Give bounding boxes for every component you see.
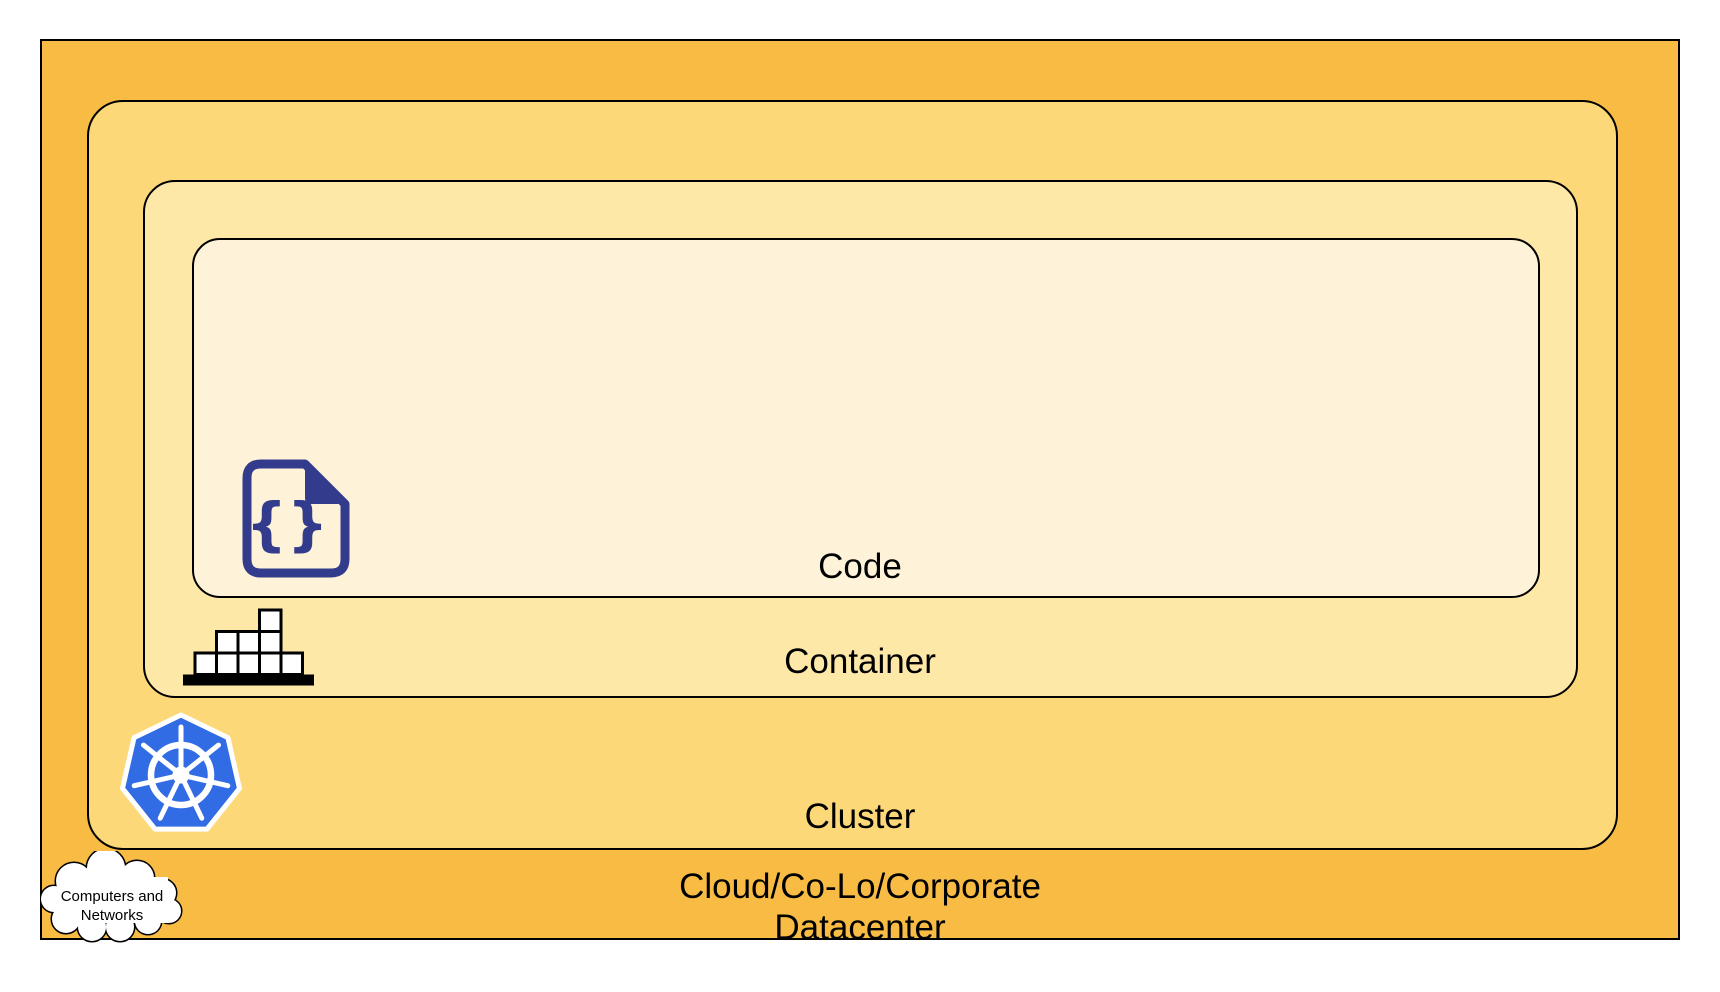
cloud-text-line1: Computers and — [61, 888, 164, 905]
code-file-fold-corner — [305, 464, 345, 504]
cloud-fill-bumps — [41, 851, 181, 941]
brick — [215, 651, 240, 676]
datacenter-label-line2: Datacenter — [774, 908, 946, 947]
kubernetes-wheel-rim — [147, 741, 215, 809]
kubernetes-logo-icon — [120, 712, 242, 832]
brick — [258, 651, 283, 676]
layer-box-code — [192, 238, 1540, 598]
cloud-computers-networks-icon: Computers and Networks — [40, 851, 183, 943]
code-file-outline — [242, 459, 350, 578]
container-blocks-icon — [183, 608, 314, 686]
cloud-text-line2: Networks — [81, 907, 144, 924]
brick — [236, 651, 261, 676]
brick-base-bar — [183, 674, 314, 686]
datacenter-label-line1: Cloud/Co-Lo/Corporate — [679, 867, 1041, 906]
brick — [193, 651, 218, 676]
datacenter-layer-label: Cloud/Co-Lo/Corporate Datacenter — [40, 866, 1680, 948]
brick — [215, 630, 240, 655]
cluster-layer-label: Cluster — [804, 797, 916, 836]
brick — [258, 608, 283, 633]
code-layer-label: Code — [818, 547, 902, 586]
kubernetes-wheel-hub — [172, 766, 190, 784]
brick — [279, 651, 304, 676]
brick-blocks — [193, 608, 304, 676]
brick — [258, 630, 283, 655]
code-file-icon: {} — [242, 459, 350, 578]
brick — [236, 630, 261, 655]
container-layer-label: Container — [784, 642, 936, 681]
code-braces-glyph: {} — [246, 490, 329, 558]
